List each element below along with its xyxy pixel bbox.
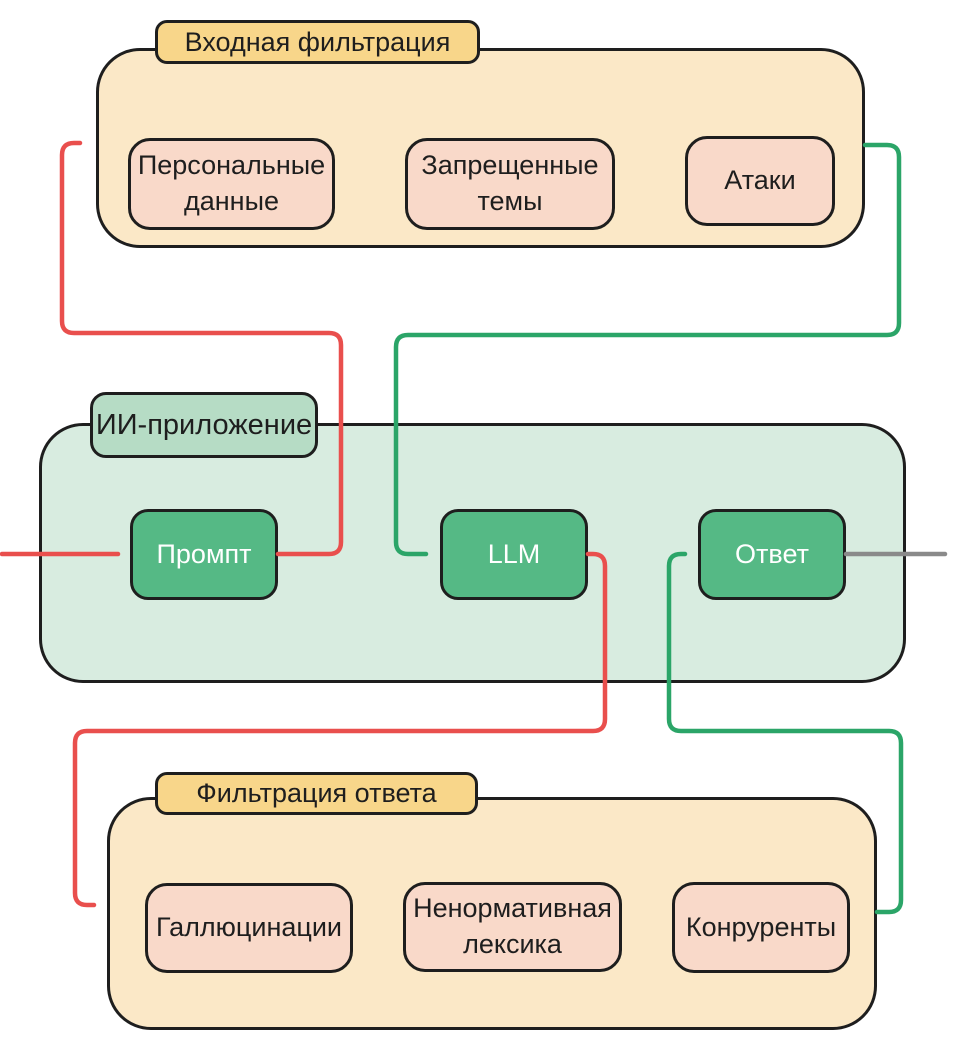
node-profanity: Ненормативная лексика [403, 882, 622, 972]
app-label: ИИ-приложение [90, 392, 318, 458]
node-llm: LLM [440, 509, 588, 600]
node-personal-data: Персональные данные [128, 138, 335, 230]
node-prompt: Промпт [130, 509, 278, 600]
node-answer: Ответ [698, 509, 846, 600]
node-competitors: Конруренты [672, 882, 850, 973]
output-filter-label: Фильтрация ответа [155, 772, 478, 815]
input-filter-label: Входная фильтрация [155, 20, 480, 64]
node-forbidden-topics: Запрещенные темы [405, 138, 615, 230]
node-attacks: Атаки [685, 136, 835, 226]
node-hallucinations: Галлюцинации [145, 883, 353, 973]
